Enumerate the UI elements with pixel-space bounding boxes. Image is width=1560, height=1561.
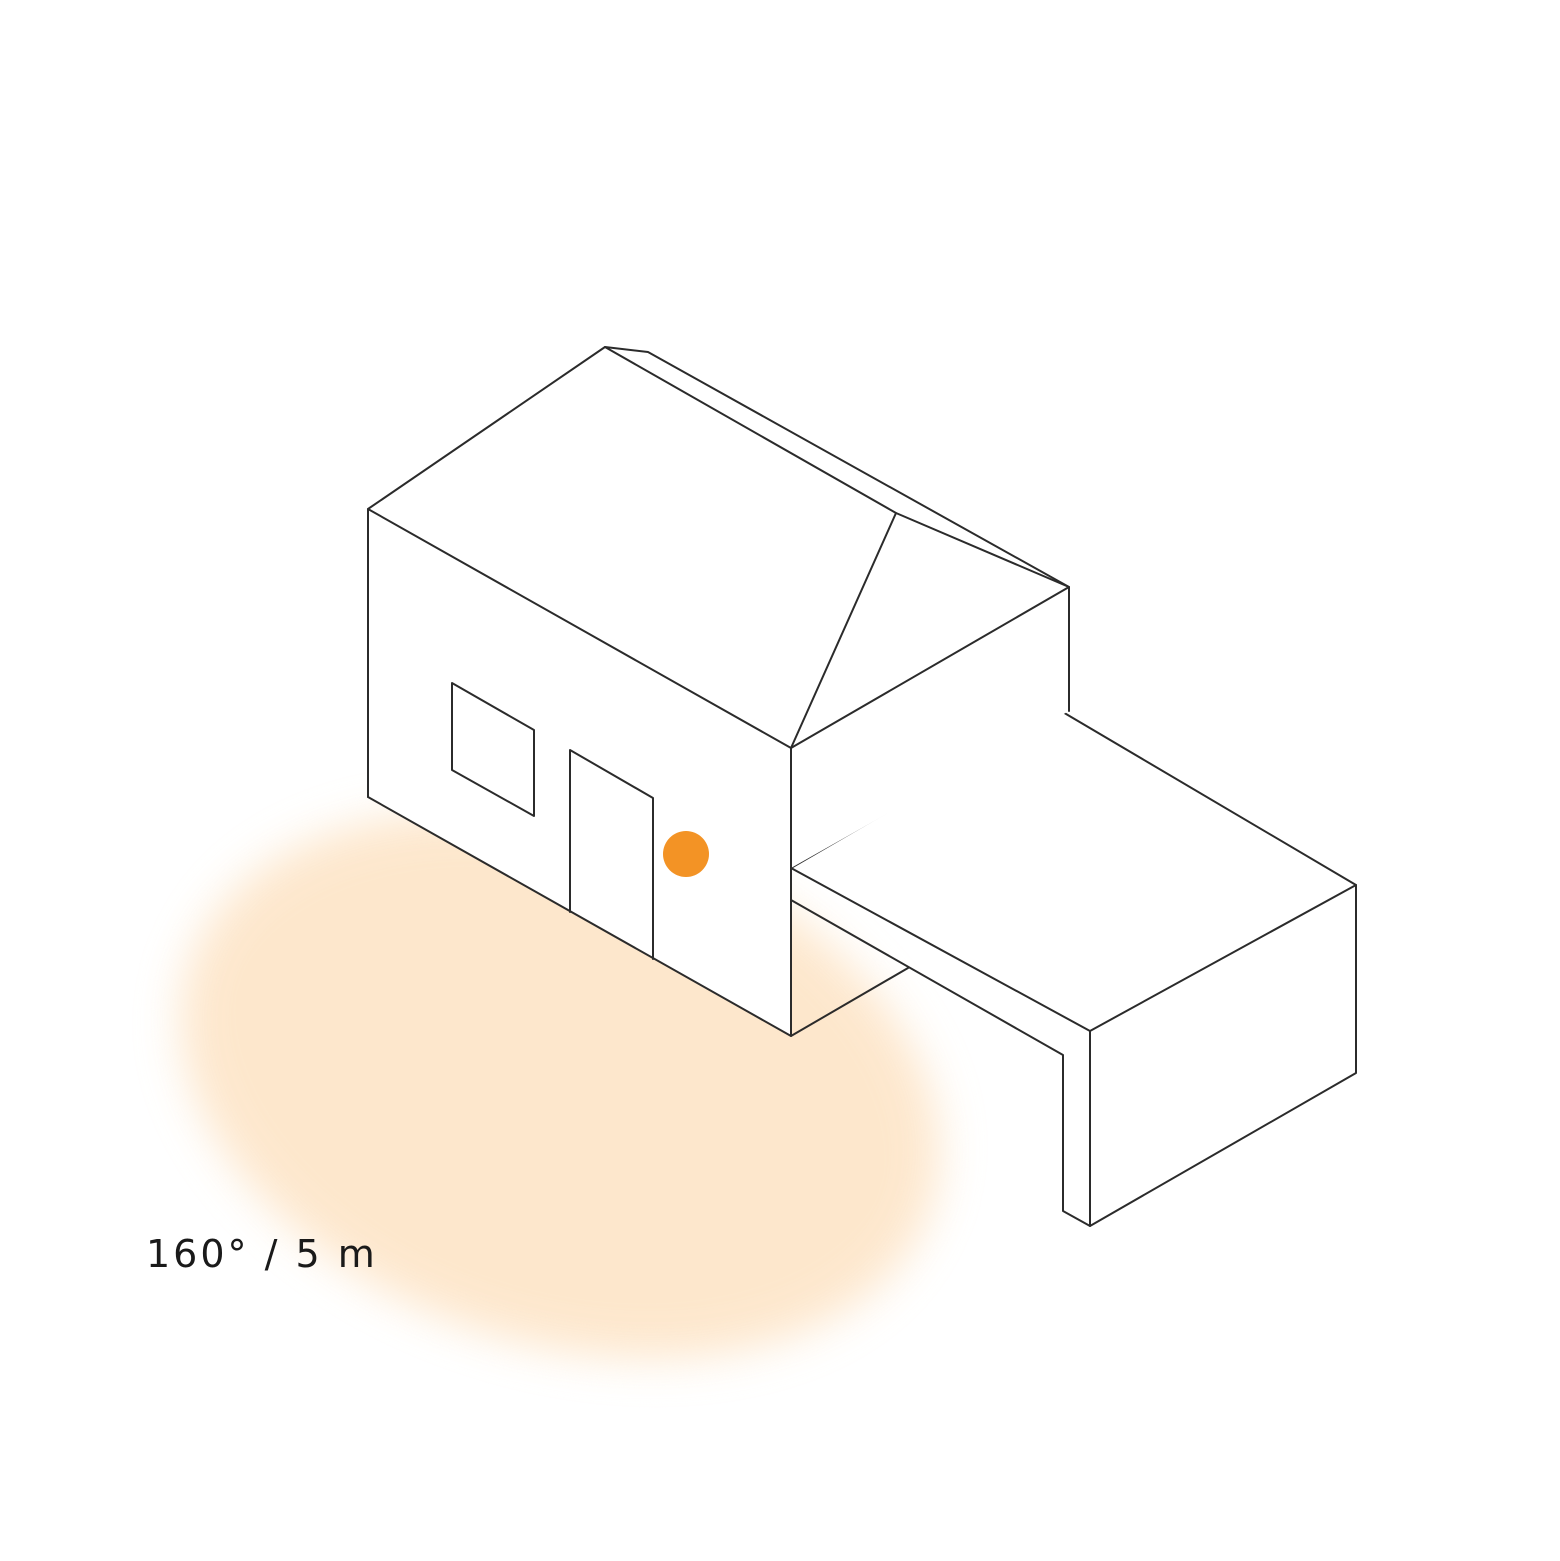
sensor-light-icon: [663, 831, 709, 877]
door: [569, 749, 654, 960]
house: [367, 346, 1070, 1037]
carport: [790, 710, 1357, 1227]
window: [451, 682, 535, 817]
coverage-label: 160° / 5 m: [146, 1232, 378, 1276]
